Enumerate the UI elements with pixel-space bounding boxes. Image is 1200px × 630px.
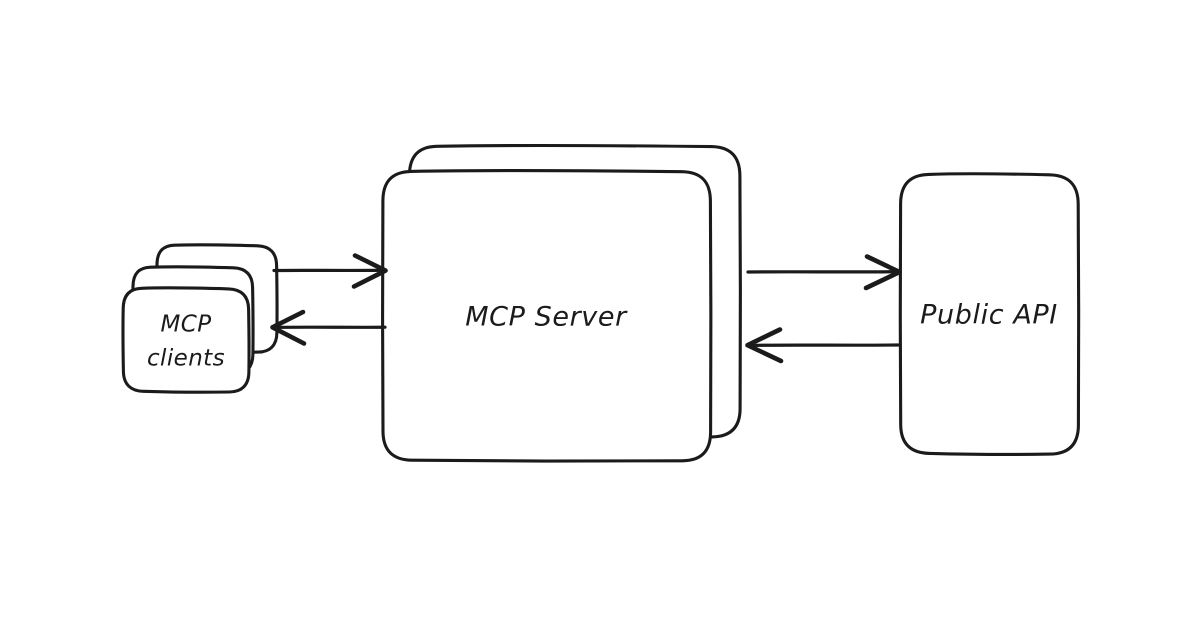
mcp-server-label: MCP Server xyxy=(465,302,628,333)
mcp-clients-label-line1: MCP xyxy=(161,312,212,338)
mcp-clients-label-line2: clients xyxy=(147,346,225,372)
public-api-card xyxy=(898,172,1081,456)
node-mcp-server[interactable]: MCP Server xyxy=(381,144,742,463)
mcp-server-card-front xyxy=(381,169,713,463)
node-mcp-clients[interactable]: MCP clients xyxy=(121,243,279,394)
node-public-api[interactable]: Public API xyxy=(898,172,1081,456)
edge-clients-to-server[interactable] xyxy=(272,253,388,289)
edge-server-to-clients[interactable] xyxy=(270,309,387,346)
edge-api-to-server[interactable] xyxy=(745,327,900,364)
mcp-clients-card-front xyxy=(121,286,251,394)
public-api-label: Public API xyxy=(920,300,1058,331)
edge-server-to-api[interactable] xyxy=(746,254,902,291)
